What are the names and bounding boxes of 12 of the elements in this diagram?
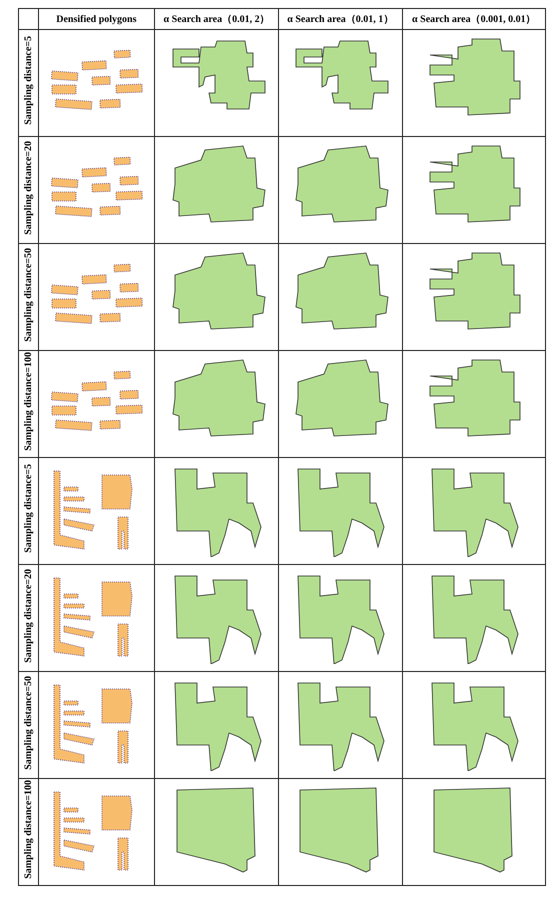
row-label: Sampling distance=20	[22, 140, 34, 234]
row-label: Sampling distance=100	[22, 352, 34, 451]
row-label: Sampling distance=50	[22, 676, 34, 770]
header-cell: α Search area（0.01, 1）	[278, 8, 402, 30]
row-label: Sampling distance=50	[22, 248, 34, 342]
header-cell: α Search area（0.01, 2）	[154, 8, 278, 30]
row-label: Sampling distance=5	[22, 36, 34, 125]
row-label: Sampling distance=100	[22, 780, 34, 879]
header-cell: Densified polygons	[38, 8, 155, 30]
row-label: Sampling distance=5	[22, 464, 34, 553]
row-label: Sampling distance=20	[22, 568, 34, 662]
header-cell: α Search area（0.001, 0.01）	[402, 8, 546, 30]
